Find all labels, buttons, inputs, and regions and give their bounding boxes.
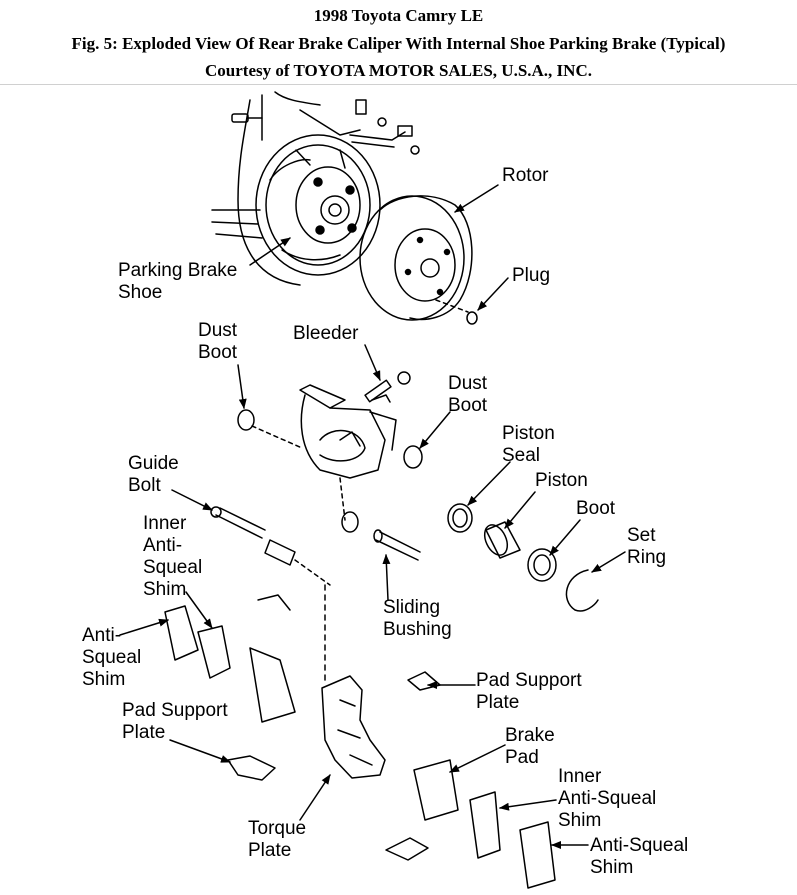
label-boot: Boot — [576, 498, 616, 519]
header-divider — [0, 84, 797, 85]
rotor-drawing — [359, 195, 478, 325]
label-plug: Plug — [512, 265, 551, 286]
guide-bolt-bushing-drawing — [210, 506, 421, 586]
header-figure-title: Fig. 5: Exploded View Of Rear Brake Cali… — [71, 34, 726, 53]
caliper-assembly-drawing — [237, 371, 423, 521]
torque-plate-drawing — [321, 584, 386, 779]
label-rotor: Rotor — [502, 165, 549, 186]
piston-parts-drawing — [447, 503, 599, 612]
header-courtesy: Courtesy of TOYOTA MOTOR SALES, U.S.A., … — [205, 61, 592, 80]
label-piston: Piston — [535, 470, 588, 491]
leader-lines — [119, 184, 626, 849]
backing-plate-hub-drawing — [211, 91, 420, 286]
label-bleeder: Bleeder — [293, 323, 359, 344]
left-pad-shim-drawing — [164, 594, 296, 781]
header-vehicle: 1998 Toyota Camry LE — [313, 6, 484, 25]
